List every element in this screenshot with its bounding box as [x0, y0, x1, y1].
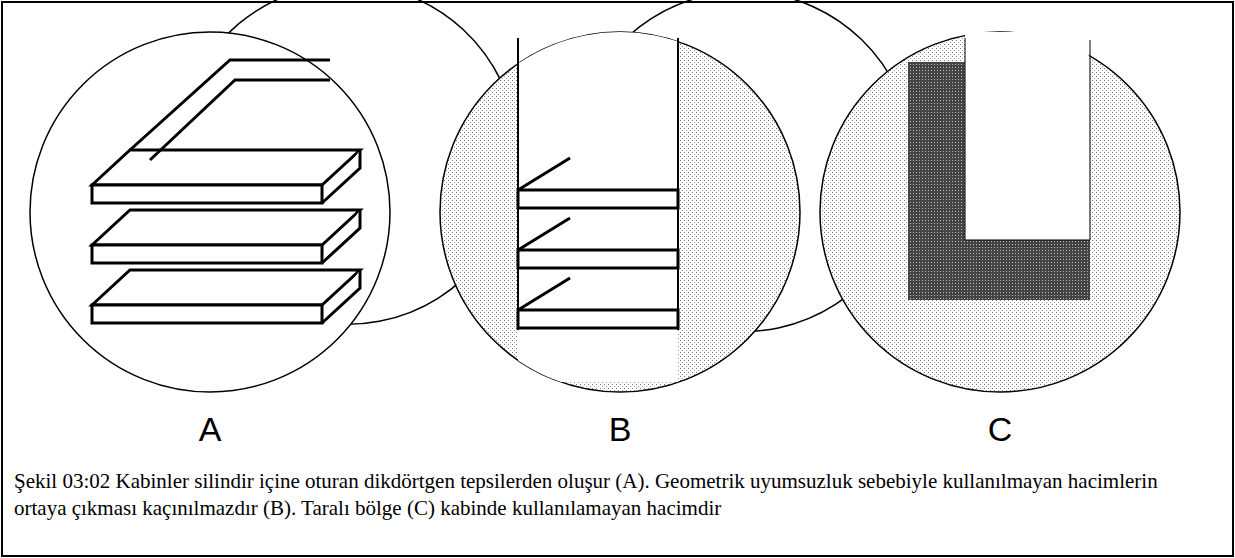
figure-letter: B	[609, 410, 632, 449]
caption: Şekil 03:02 Kabinler silindir içine otur…	[14, 468, 1214, 522]
figure-letter: A	[199, 410, 222, 449]
figure-c	[820, 32, 1180, 392]
figure-letter: C	[988, 410, 1013, 449]
